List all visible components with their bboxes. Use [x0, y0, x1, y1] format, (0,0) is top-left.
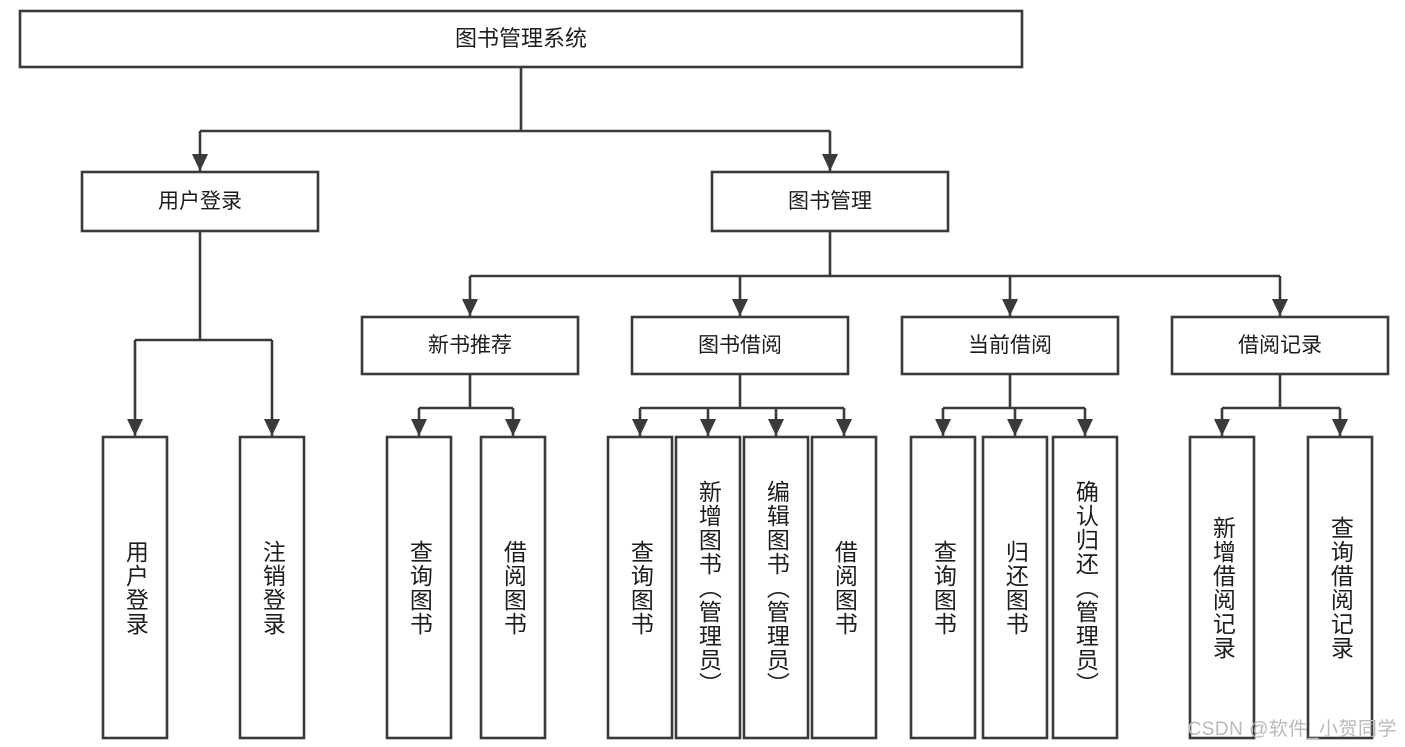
boxes-layer	[18, 9, 1390, 740]
arrow-head-icon	[1007, 419, 1023, 436]
arrow-head-icon	[836, 419, 852, 436]
arrow-head-icon	[700, 419, 716, 436]
node-leaf-return-book[interactable]	[981, 435, 1049, 740]
node-label-new-book-recommend: 新书推荐	[428, 334, 512, 357]
arrow-head-icon	[1214, 419, 1230, 436]
node-leaf-logout-login[interactable]	[238, 435, 306, 740]
node-leaf-add-borrow-record[interactable]	[1188, 435, 1256, 740]
arrow-head-icon	[768, 419, 784, 436]
node-leaf-confirm-return-admin[interactable]	[1051, 435, 1119, 740]
node-label-book-borrow: 图书借阅	[698, 334, 782, 357]
arrow-head-icon	[1332, 419, 1348, 436]
node-leaf-query-book-1[interactable]	[385, 435, 453, 740]
arrow-head-icon	[411, 419, 427, 436]
node-user-login[interactable]	[80, 170, 320, 233]
edges-layer	[127, 67, 1348, 436]
arrow-head-icon	[935, 419, 951, 436]
arrow-head-icon	[822, 154, 838, 171]
node-leaf-borrow-book-1[interactable]	[479, 435, 547, 740]
node-leaf-query-book-2[interactable]	[606, 435, 674, 740]
arrow-head-icon	[505, 419, 521, 436]
node-label-borrow-record: 借阅记录	[1238, 334, 1322, 357]
node-label-user-login: 用户登录	[158, 190, 242, 213]
node-root[interactable]	[18, 9, 1024, 69]
node-label-current-borrow: 当前借阅	[968, 334, 1052, 357]
node-book-borrow[interactable]	[630, 315, 850, 376]
node-leaf-query-book-3[interactable]	[909, 435, 977, 740]
node-leaf-edit-book-admin[interactable]	[742, 435, 810, 740]
arrow-head-icon	[127, 419, 143, 436]
node-book-management[interactable]	[710, 170, 950, 233]
arrow-head-icon	[732, 299, 748, 316]
node-leaf-add-book-admin[interactable]	[674, 435, 742, 740]
node-current-borrow[interactable]	[900, 315, 1120, 376]
arrow-head-icon	[462, 299, 478, 316]
node-label-root: 图书管理系统	[455, 26, 587, 51]
watermark: CSDN @软件_小贺同学	[1187, 719, 1397, 740]
arrow-head-icon	[264, 419, 280, 436]
node-label-book-management: 图书管理	[788, 190, 872, 213]
node-leaf-user-login[interactable]	[101, 435, 169, 740]
arrow-head-icon	[632, 419, 648, 436]
node-leaf-query-borrow-record[interactable]	[1306, 435, 1374, 740]
arrow-head-icon	[1002, 299, 1018, 316]
arrow-head-icon	[192, 154, 208, 171]
arrow-head-icon	[1077, 419, 1093, 436]
node-leaf-borrow-book-2[interactable]	[810, 435, 878, 740]
node-borrow-record[interactable]	[1170, 315, 1390, 376]
node-new-book-recommend[interactable]	[360, 315, 580, 376]
arrow-head-icon	[1272, 299, 1288, 316]
